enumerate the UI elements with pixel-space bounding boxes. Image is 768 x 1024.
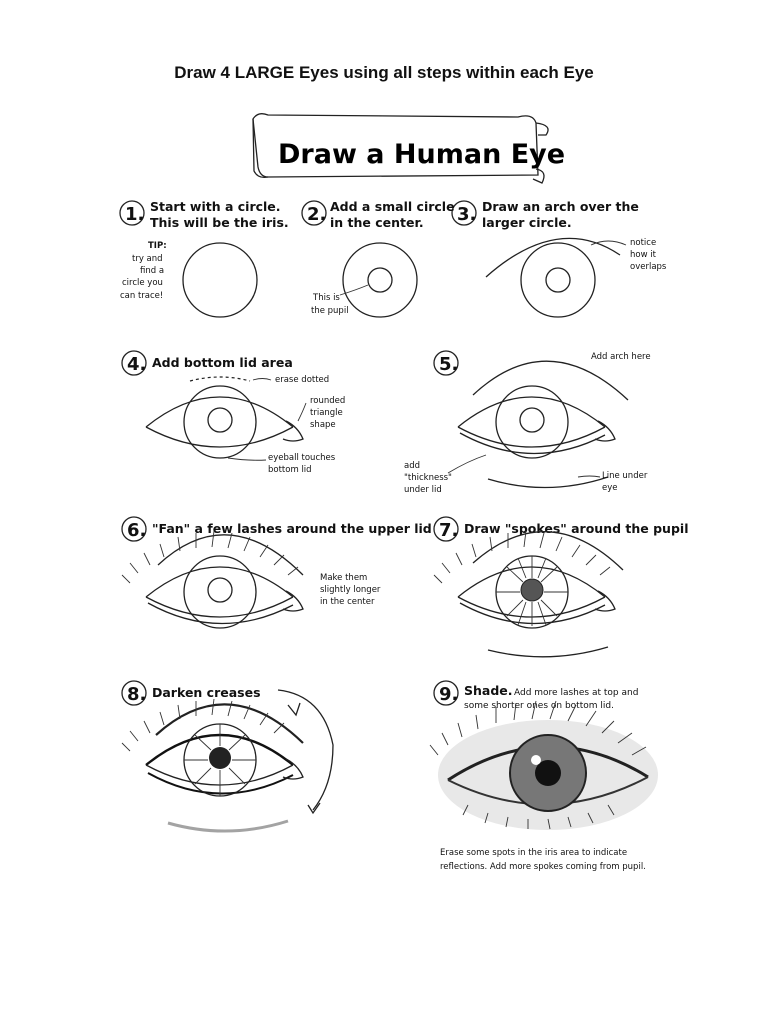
step-7-drawing [433,530,624,658]
overlaps-note-1: notice [630,238,656,248]
title-banner: Draw a Human Eye [252,113,565,184]
triangle-note-2: triangle [310,408,343,418]
tip-line-4: circle you [122,278,163,288]
longer-note-2: slightly longer [320,585,381,595]
pupil-note-2: the pupil [311,306,349,316]
touches-note-1: eyeball touches [268,453,336,463]
step-1-line2: This will be the iris. [150,215,289,230]
triangle-note-3: shape [310,420,336,430]
reflections-note-2: reflections. Add more spokes coming from… [440,862,646,872]
step-numbers: 1. 2. 3. 4. 5. 6. 7. 8. 9. [119,200,477,706]
step-4-line1: Add bottom lid area [152,355,293,370]
longer-note-3: in the center [320,597,375,607]
step-9-line2: Add more lashes at top and [514,688,638,698]
arch-note: Add arch here [591,352,651,362]
step-9-number: 9. [439,684,458,705]
step-6-drawing: Make them slightly longer in the center [121,530,381,629]
step-9-line3: some shorter ones on bottom lid. [464,701,614,711]
step-9-drawing: Erase some spots in the iris area to ind… [429,700,658,872]
step-2-line1: Add a small circle [330,199,455,214]
step-3-line2: larger circle. [482,215,572,230]
touches-note-2: bottom lid [268,465,312,475]
step-6-number: 6. [127,520,146,541]
step-1-drawing: TIP: try and find a circle you can trace… [120,241,258,318]
step-9-line1: Shade. [464,683,513,698]
overlaps-note-3: overlaps [630,262,667,272]
step-2-number: 2. [307,204,326,225]
tip-line-5: can trace! [120,291,163,301]
step-8-number: 8. [127,684,146,705]
step-2-drawing: This is the pupil [311,242,418,318]
step-7-number: 7. [439,520,458,541]
worksheet-illustration: Draw a Human Eye 1. 2. 3. 4. 5. 6. 7. 8.… [119,113,688,872]
banner-title: Draw a Human Eye [278,139,565,170]
overlaps-note-2: how it [630,250,657,260]
pupil-note-1: This is [312,293,340,303]
step-4-number: 4. [127,354,146,375]
step-6-line1: "Fan" a few lashes around the upper lid [152,521,432,536]
step-3-line1: Draw an arch over the [482,199,639,214]
step-3-number: 3. [457,204,476,225]
triangle-note-1: rounded [310,396,345,406]
step-7-line1: Draw "spokes" around the pupil [464,521,688,536]
step-8-line1: Darken creases [152,685,261,700]
line-under-note-1: Line under [602,471,648,481]
thickness-note-3: under lid [404,485,442,495]
page-title: Draw 4 LARGE Eyes using all steps within… [174,63,594,82]
step-5-number: 5. [439,354,458,375]
tip-line-2: try and [132,254,163,264]
step-instructions: Start with a circle. This will be the ir… [150,199,688,711]
line-under-note-2: eye [602,483,618,493]
step-1-number: 1. [125,204,144,225]
step-4-drawing: erase dotted rounded triangle shape eyeb… [145,375,345,475]
thickness-note-2: "thickness" [404,473,452,483]
step-1-line1: Start with a circle. [150,199,281,214]
drawing-worksheet: Draw a Human Eye 1. 2. 3. 4. 5. 6. 7. 8.… [108,105,688,875]
reflections-note-1: Erase some spots in the iris area to ind… [440,848,627,858]
erase-note: erase dotted [275,375,329,385]
thickness-note-1: add [404,461,420,471]
tip-line-1: TIP: [148,241,167,251]
step-2-line2: in the center. [330,215,424,230]
step-5-drawing: Add arch here add "thickness" under lid … [404,352,651,495]
step-8-drawing [121,689,334,833]
tip-line-3: find a [140,266,164,276]
longer-note-1: Make them [320,573,367,583]
step-3-drawing: notice how it overlaps [485,237,667,318]
